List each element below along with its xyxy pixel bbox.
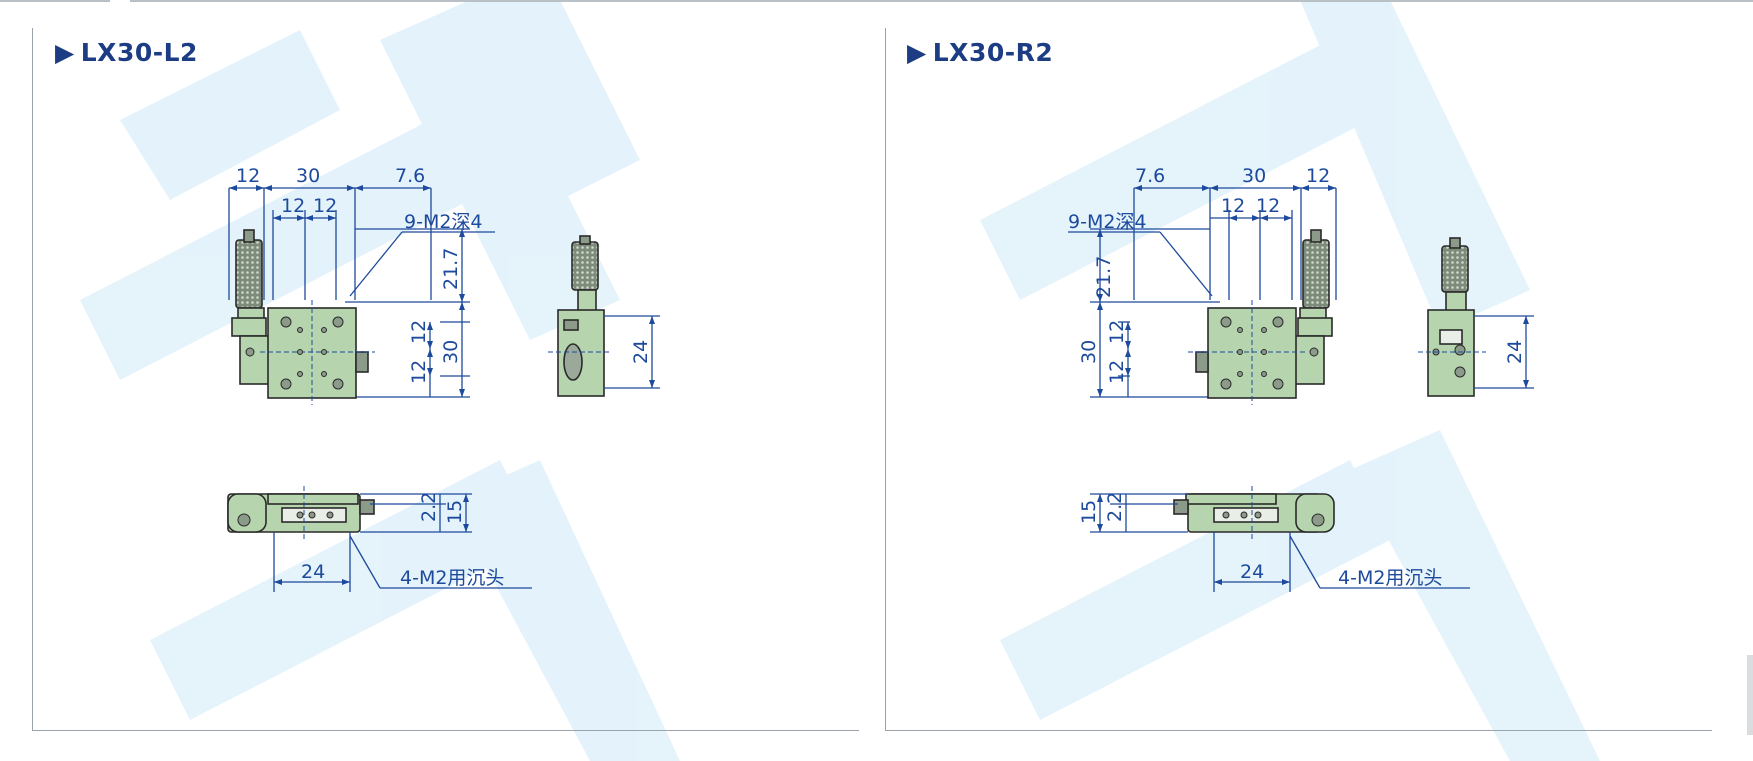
dim-label: 12 (281, 195, 305, 217)
dim-label: 12 (408, 360, 430, 384)
dim-label: 7.6 (395, 165, 425, 187)
title-text: LX30-L2 (80, 38, 198, 67)
dim-label: 12 (1306, 165, 1330, 187)
dim-label: 12 (1106, 360, 1128, 384)
callout-label: 4-M2用沉头 (400, 567, 504, 589)
dim-label: 24 (630, 340, 652, 364)
dim-label: 7.6 (1135, 165, 1165, 187)
scrollbar[interactable] (1747, 655, 1753, 735)
top-rule (0, 0, 110, 2)
triangle-icon: ▶ (907, 38, 927, 67)
callout-label: 4-M2用沉头 (1338, 567, 1442, 589)
dim-label: 12 (1221, 195, 1245, 217)
callout-label: 9-M2深4 (1068, 211, 1147, 233)
dim-label: 24 (1240, 561, 1264, 583)
triangle-icon: ▶ (55, 38, 75, 67)
panel-title-left: ▶LX30-L2 (55, 38, 198, 67)
panel-left (32, 28, 859, 731)
dim-label: 12 (1106, 320, 1128, 344)
top-rule (130, 0, 1753, 2)
dim-label: 30 (296, 165, 320, 187)
panel-title-right: ▶LX30-R2 (907, 38, 1053, 67)
dim-label: 24 (1504, 340, 1526, 364)
title-text: LX30-R2 (932, 38, 1054, 67)
dim-label: 2.2 (418, 492, 440, 522)
dim-label: 15 (1078, 500, 1100, 524)
drawing-left: 12 30 7.6 12 12 9-M2深4 21.7 12 30 12 24 … (227, 165, 660, 592)
dim-label: 24 (301, 561, 325, 583)
dim-label: 12 (1256, 195, 1280, 217)
dim-label: 2.2 (1104, 492, 1126, 522)
dim-label: 30 (440, 340, 462, 364)
panel-right (885, 28, 1712, 731)
callout-label: 9-M2深4 (404, 211, 483, 233)
dim-label: 12 (236, 165, 260, 187)
dim-label: 21.7 (440, 248, 462, 290)
dim-label: 12 (313, 195, 337, 217)
dim-label: 12 (408, 320, 430, 344)
dim-label: 30 (1242, 165, 1266, 187)
dim-label: 30 (1078, 340, 1100, 364)
dim-label: 21.7 (1093, 256, 1115, 298)
dim-label: 15 (444, 500, 466, 524)
